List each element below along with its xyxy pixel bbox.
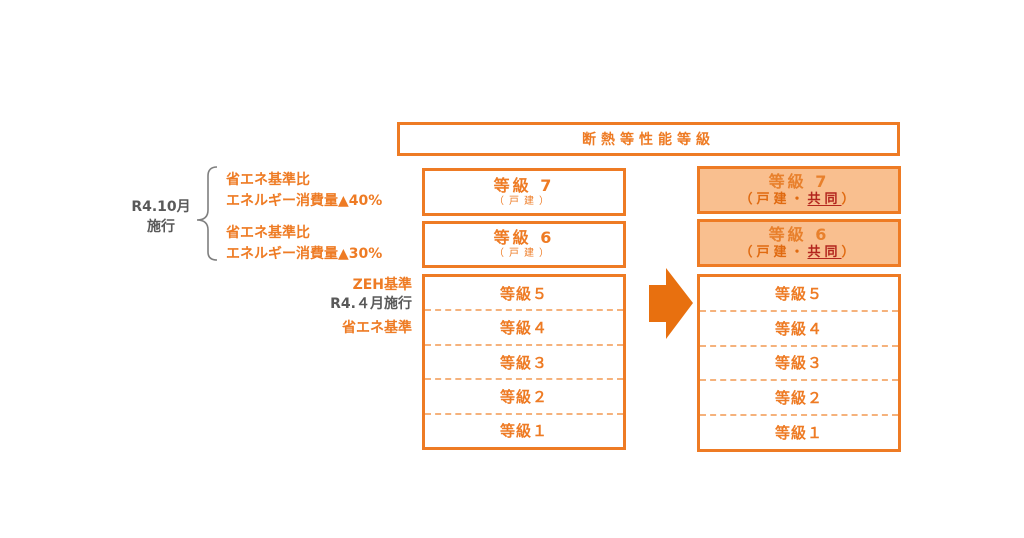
- after-grade7-label: 等級 7: [768, 171, 830, 191]
- enforcement-r4-10-label: R4.10月 施行: [130, 197, 192, 237]
- after-grade6-label: 等級 6: [768, 224, 830, 244]
- grade6-note-line2: エネルギー消費量▲30%: [226, 246, 383, 262]
- after-grade6-scope: （戸建・共同）: [739, 245, 858, 261]
- before-grade3-row: 等級３: [425, 346, 623, 381]
- scope-highlight-collective: 共同: [807, 244, 842, 260]
- diagram-title: 断熱等性能等級: [582, 132, 715, 148]
- enforcement-text: 施行: [147, 219, 175, 235]
- before-grade6-box: 等級 6 （戸建）: [422, 221, 626, 268]
- grade6-note-line1: 省エネ基準比: [226, 225, 310, 241]
- scope-suffix: ）: [841, 191, 859, 207]
- grade7-note-line1: 省エネ基準比: [226, 172, 310, 188]
- before-lower-grades-box: 等級５ 等級４ 等級３ 等級２ 等級１: [422, 274, 626, 450]
- zeh-standard-label: ZEH基準: [352, 277, 412, 293]
- before-grade7-box: 等級 7 （戸建）: [422, 168, 626, 216]
- zeh-enforcement-label: R4.４月施行: [330, 296, 412, 312]
- zeh-annotation: ZEH基準 R4.４月施行: [300, 276, 412, 314]
- energy-standard-label: 省エネ基準: [342, 320, 412, 336]
- before-grade6-label: 等級 6: [493, 228, 555, 247]
- grade7-note-line2: エネルギー消費量▲40%: [226, 193, 383, 209]
- scope-highlight-collective: 共同: [807, 191, 842, 207]
- after-grade3-row: 等級３: [700, 347, 898, 382]
- scope-prefix: （戸建・: [739, 244, 808, 260]
- title-box: 断熱等性能等級: [397, 122, 900, 156]
- after-grade5-row: 等級５: [700, 277, 898, 312]
- before-grade7-scope: （戸建）: [494, 195, 554, 207]
- after-lower-grades-box: 等級５ 等級４ 等級３ 等級２ 等級１: [697, 274, 901, 452]
- scope-suffix: ）: [841, 244, 859, 260]
- before-grade4-row: 等級４: [425, 311, 623, 346]
- after-grade7-box: 等級 7 （戸建・共同）: [697, 166, 901, 214]
- curly-brace-icon: [196, 166, 218, 261]
- after-grade6-box: 等級 6 （戸建・共同）: [697, 219, 901, 267]
- after-grade2-row: 等級２: [700, 381, 898, 417]
- after-grade7-scope: （戸建・共同）: [739, 192, 858, 208]
- before-grade7-label: 等級 7: [493, 175, 555, 195]
- after-grade4-row: 等級４: [700, 312, 898, 347]
- right-arrow-icon: [649, 268, 693, 339]
- before-grade6-scope: （戸建）: [494, 248, 554, 259]
- grade7-energy-note: 省エネ基準比 エネルギー消費量▲40%: [226, 170, 382, 212]
- grade6-energy-note: 省エネ基準比 エネルギー消費量▲30%: [226, 223, 382, 265]
- before-grade1-row: 等級１: [499, 422, 548, 441]
- before-grade2-row: 等級２: [425, 380, 623, 415]
- enforcement-date: R4.10月: [131, 199, 191, 215]
- after-grade1-row: 等級１: [774, 424, 823, 443]
- before-grade5-row: 等級５: [425, 277, 623, 312]
- scope-prefix: （戸建・: [739, 191, 808, 207]
